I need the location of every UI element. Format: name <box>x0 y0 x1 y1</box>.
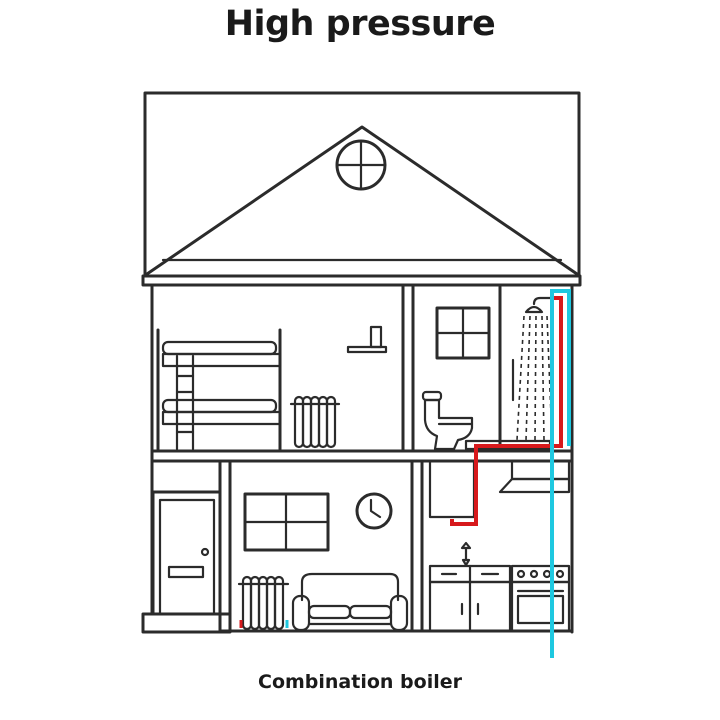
eave <box>141 274 582 287</box>
shower-icon <box>464 285 554 451</box>
clock-icon <box>355 492 393 530</box>
shelf-icon <box>346 325 388 354</box>
cold-water-pipe <box>285 289 571 658</box>
kitchen-tap-icon <box>460 541 472 567</box>
attic-window-icon <box>335 139 387 191</box>
house-walls <box>141 283 574 634</box>
combination-boiler-icon <box>428 459 476 519</box>
living-room-window-icon <box>243 492 330 552</box>
sofa-icon <box>291 572 409 632</box>
toilet-icon <box>421 390 474 451</box>
oven-icon <box>510 564 571 633</box>
front-door-icon <box>151 490 222 616</box>
bunk-bed-icon <box>156 328 282 451</box>
diagram-caption: Combination boiler <box>258 671 462 693</box>
kitchen-units <box>428 564 512 633</box>
hot-water-pipe <box>239 296 563 628</box>
cooker-hood-icon <box>498 459 571 494</box>
radiator-icon <box>237 575 290 631</box>
radiator-icon <box>289 395 341 449</box>
diagram-title: High pressure <box>224 4 496 44</box>
bathroom-window-icon <box>435 306 491 360</box>
